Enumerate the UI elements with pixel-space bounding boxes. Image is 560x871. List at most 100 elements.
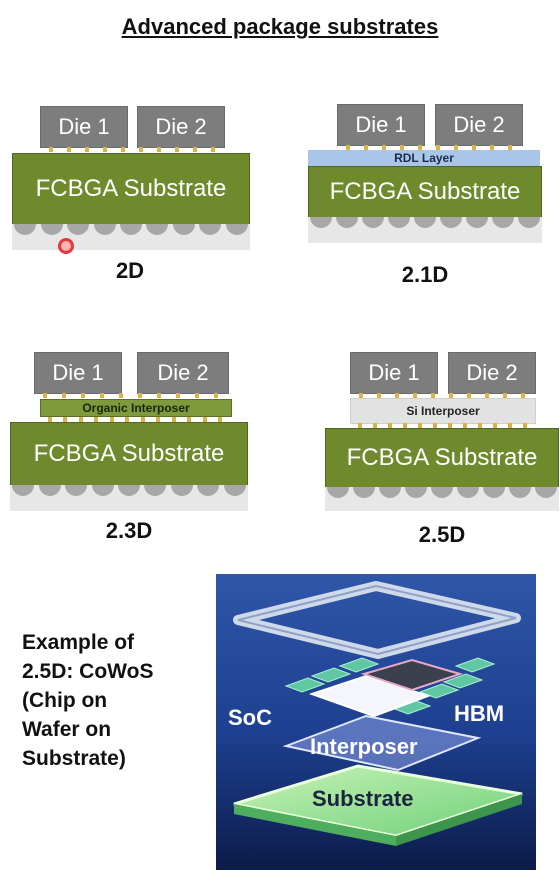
bump xyxy=(172,417,176,422)
solder-ball xyxy=(466,217,488,228)
bump xyxy=(493,423,497,428)
solder-ball xyxy=(518,217,540,228)
bump xyxy=(418,145,422,150)
bump xyxy=(436,145,440,150)
bump xyxy=(478,423,482,428)
cursor-marker xyxy=(58,238,74,254)
solder-ball xyxy=(94,224,116,235)
bump xyxy=(214,393,218,398)
solder-ball xyxy=(41,224,63,235)
solder-ball xyxy=(336,217,358,228)
solder-ball xyxy=(144,485,166,496)
bump xyxy=(521,393,525,398)
bump xyxy=(119,393,123,398)
bump xyxy=(382,145,386,150)
die-2: Die 2 xyxy=(137,352,229,394)
solder-ball xyxy=(440,217,462,228)
bump xyxy=(454,145,458,150)
bump xyxy=(490,145,494,150)
label-2d: 2D xyxy=(115,258,145,283)
solder-ball xyxy=(92,485,114,496)
solder-ball xyxy=(431,487,453,498)
bump xyxy=(467,393,471,398)
bump xyxy=(364,145,368,150)
bump xyxy=(67,147,71,152)
micro-bumps xyxy=(40,147,224,153)
bump xyxy=(523,423,527,428)
bump xyxy=(81,393,85,398)
solder-ball xyxy=(65,485,87,496)
example-line: Substrate) xyxy=(22,747,126,770)
bump xyxy=(400,145,404,150)
bump xyxy=(395,393,399,398)
solder-balls xyxy=(325,487,559,511)
solder-ball xyxy=(535,487,557,498)
example-caption: Example of 2.5D: CoWoS (Chip on Wafer on… xyxy=(22,628,153,773)
bump xyxy=(472,145,476,150)
bump xyxy=(138,393,142,398)
bump xyxy=(373,423,377,428)
interposer-label: Interposer xyxy=(310,734,418,759)
bump xyxy=(79,417,83,422)
bump xyxy=(175,147,179,152)
bump xyxy=(85,147,89,152)
solder-balls xyxy=(10,485,248,511)
bump xyxy=(388,423,392,428)
solder-ball xyxy=(492,217,514,228)
solder-ball xyxy=(414,217,436,228)
die-2: Die 2 xyxy=(448,352,536,394)
bump xyxy=(359,393,363,398)
c4-bumps xyxy=(40,417,230,422)
solder-ball xyxy=(67,224,89,235)
soc-label: SoC xyxy=(228,705,272,730)
bump xyxy=(121,147,125,152)
die-1: Die 1 xyxy=(337,104,425,146)
bump xyxy=(176,393,180,398)
solder-ball xyxy=(146,224,168,235)
stiffener-ring xyxy=(233,581,521,659)
solder-ball xyxy=(353,487,375,498)
example-line: 2.5D: CoWoS xyxy=(22,660,154,683)
fcbga-substrate: FCBGA Substrate xyxy=(325,428,559,488)
solder-ball xyxy=(388,217,410,228)
si-interposer: Si Interposer xyxy=(350,398,536,424)
fcbga-substrate: FCBGA Substrate xyxy=(12,153,250,225)
soc-die xyxy=(308,658,464,718)
bump xyxy=(63,417,67,422)
interposer-plate xyxy=(282,714,482,772)
micro-bumps xyxy=(337,145,521,150)
solder-ball xyxy=(483,487,505,498)
solder-ball xyxy=(197,485,219,496)
die-2: Die 2 xyxy=(137,106,225,148)
bump xyxy=(157,393,161,398)
solder-ball xyxy=(171,485,193,496)
bump xyxy=(508,145,512,150)
c4-bumps xyxy=(350,423,534,428)
die-1: Die 1 xyxy=(350,352,438,394)
solder-ball xyxy=(327,487,349,498)
solder-ball xyxy=(457,487,479,498)
solder-ball xyxy=(199,224,221,235)
solder-ball xyxy=(362,217,384,228)
bump xyxy=(100,393,104,398)
bump xyxy=(62,393,66,398)
bump xyxy=(449,393,453,398)
bump xyxy=(139,147,143,152)
bump xyxy=(463,423,467,428)
bump xyxy=(156,417,160,422)
cowos-illustration: SoC HBM Interposer Substrate xyxy=(216,574,536,870)
micro-bumps xyxy=(350,393,534,398)
rdl-layer: RDL Layer xyxy=(308,150,540,166)
bump xyxy=(448,423,452,428)
hbm-label: HBM xyxy=(454,701,504,726)
solder-ball xyxy=(14,224,36,235)
bump xyxy=(346,145,350,150)
bump xyxy=(94,417,98,422)
bump xyxy=(193,147,197,152)
bump xyxy=(503,393,507,398)
die-2: Die 2 xyxy=(435,104,523,146)
label-2-5d: 2.5D xyxy=(418,522,466,547)
bump xyxy=(110,417,114,422)
label-2-3d: 2.3D xyxy=(105,518,153,543)
bump xyxy=(125,417,129,422)
